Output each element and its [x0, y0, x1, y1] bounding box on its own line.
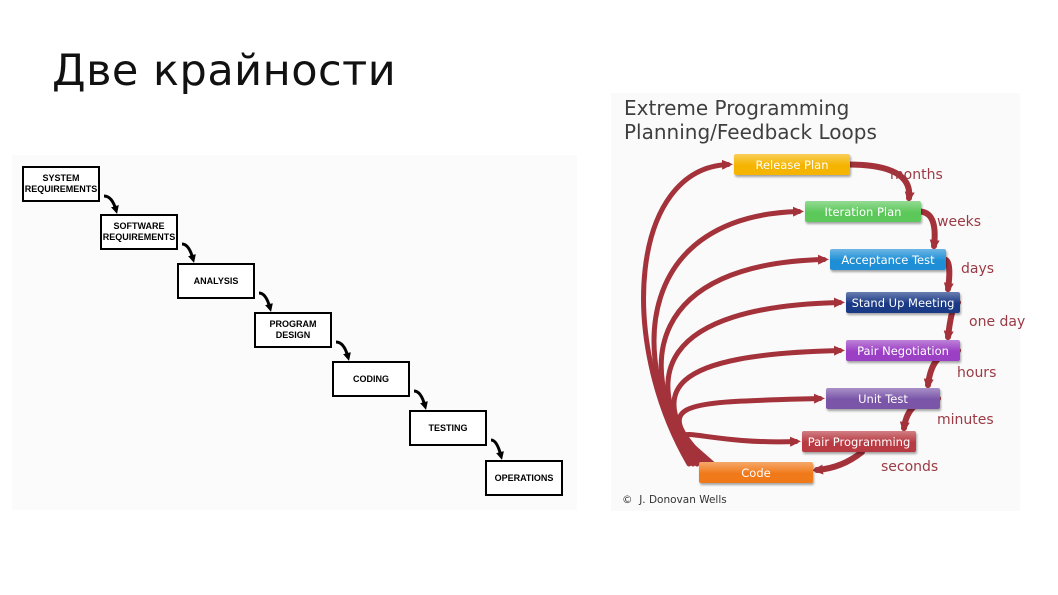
waterfall-step: SOFTWARE REQUIREMENTS — [100, 214, 178, 250]
xp-frequency-label: hours — [957, 365, 997, 381]
xp-frequency-label: one day — [969, 314, 1026, 330]
xp-loop-box: Acceptance Test — [830, 249, 946, 270]
waterfall-arrow — [103, 194, 119, 214]
waterfall-arrow — [490, 438, 504, 460]
xp-credit: © J. Donovan Wells — [622, 494, 727, 506]
waterfall-arrows — [103, 194, 504, 460]
xp-title-line1: Extreme Programming — [624, 96, 850, 120]
xp-frequency-label: days — [961, 261, 995, 277]
xp-step-arrow — [812, 449, 865, 475]
waterfall-step: PROGRAM DESIGN — [254, 312, 332, 348]
xp-step-arrow — [916, 208, 940, 251]
xp-feedback-loops: Extreme Programming Planning/Feedback Lo… — [611, 93, 1025, 511]
xp-loop-box: Stand Up Meeting — [846, 292, 960, 313]
xp-loop-box: Pair Programming — [802, 431, 916, 452]
waterfall-arrow — [258, 291, 273, 312]
xp-credit-name: J. Donovan Wells — [639, 494, 727, 506]
xp-loop-box: Release Plan — [734, 154, 850, 175]
waterfall-step: SYSTEM REQUIREMENTS — [22, 166, 100, 202]
xp-frequency-label: weeks — [937, 214, 982, 230]
xp-step-arrow — [845, 161, 915, 203]
xp-loop-box: Iteration Plan — [805, 201, 921, 222]
copyright-icon: © — [622, 494, 633, 506]
xp-feedback-curve — [682, 432, 801, 467]
waterfall-arrow — [181, 242, 196, 263]
xp-title: Extreme Programming Planning/Feedback Lo… — [624, 96, 877, 144]
xp-frequency-label: seconds — [881, 459, 939, 475]
xp-frequency-label: months — [890, 167, 943, 183]
waterfall-step: OPERATIONS — [485, 460, 563, 496]
xp-loop-box: Unit Test — [826, 388, 940, 409]
waterfall-step: TESTING — [409, 410, 487, 446]
xp-frequency-label: minutes — [937, 412, 994, 428]
waterfall-arrow — [335, 340, 351, 361]
waterfall-step: ANALYSIS — [177, 263, 255, 299]
xp-loop-box: Pair Negotiation — [846, 340, 960, 361]
waterfall-step: CODING — [332, 361, 410, 397]
slide-title: Две крайности — [52, 46, 397, 96]
xp-title-line2: Planning/Feedback Loops — [624, 120, 877, 144]
xp-loop-box: Code — [699, 462, 813, 483]
waterfall-arrow — [413, 389, 428, 410]
